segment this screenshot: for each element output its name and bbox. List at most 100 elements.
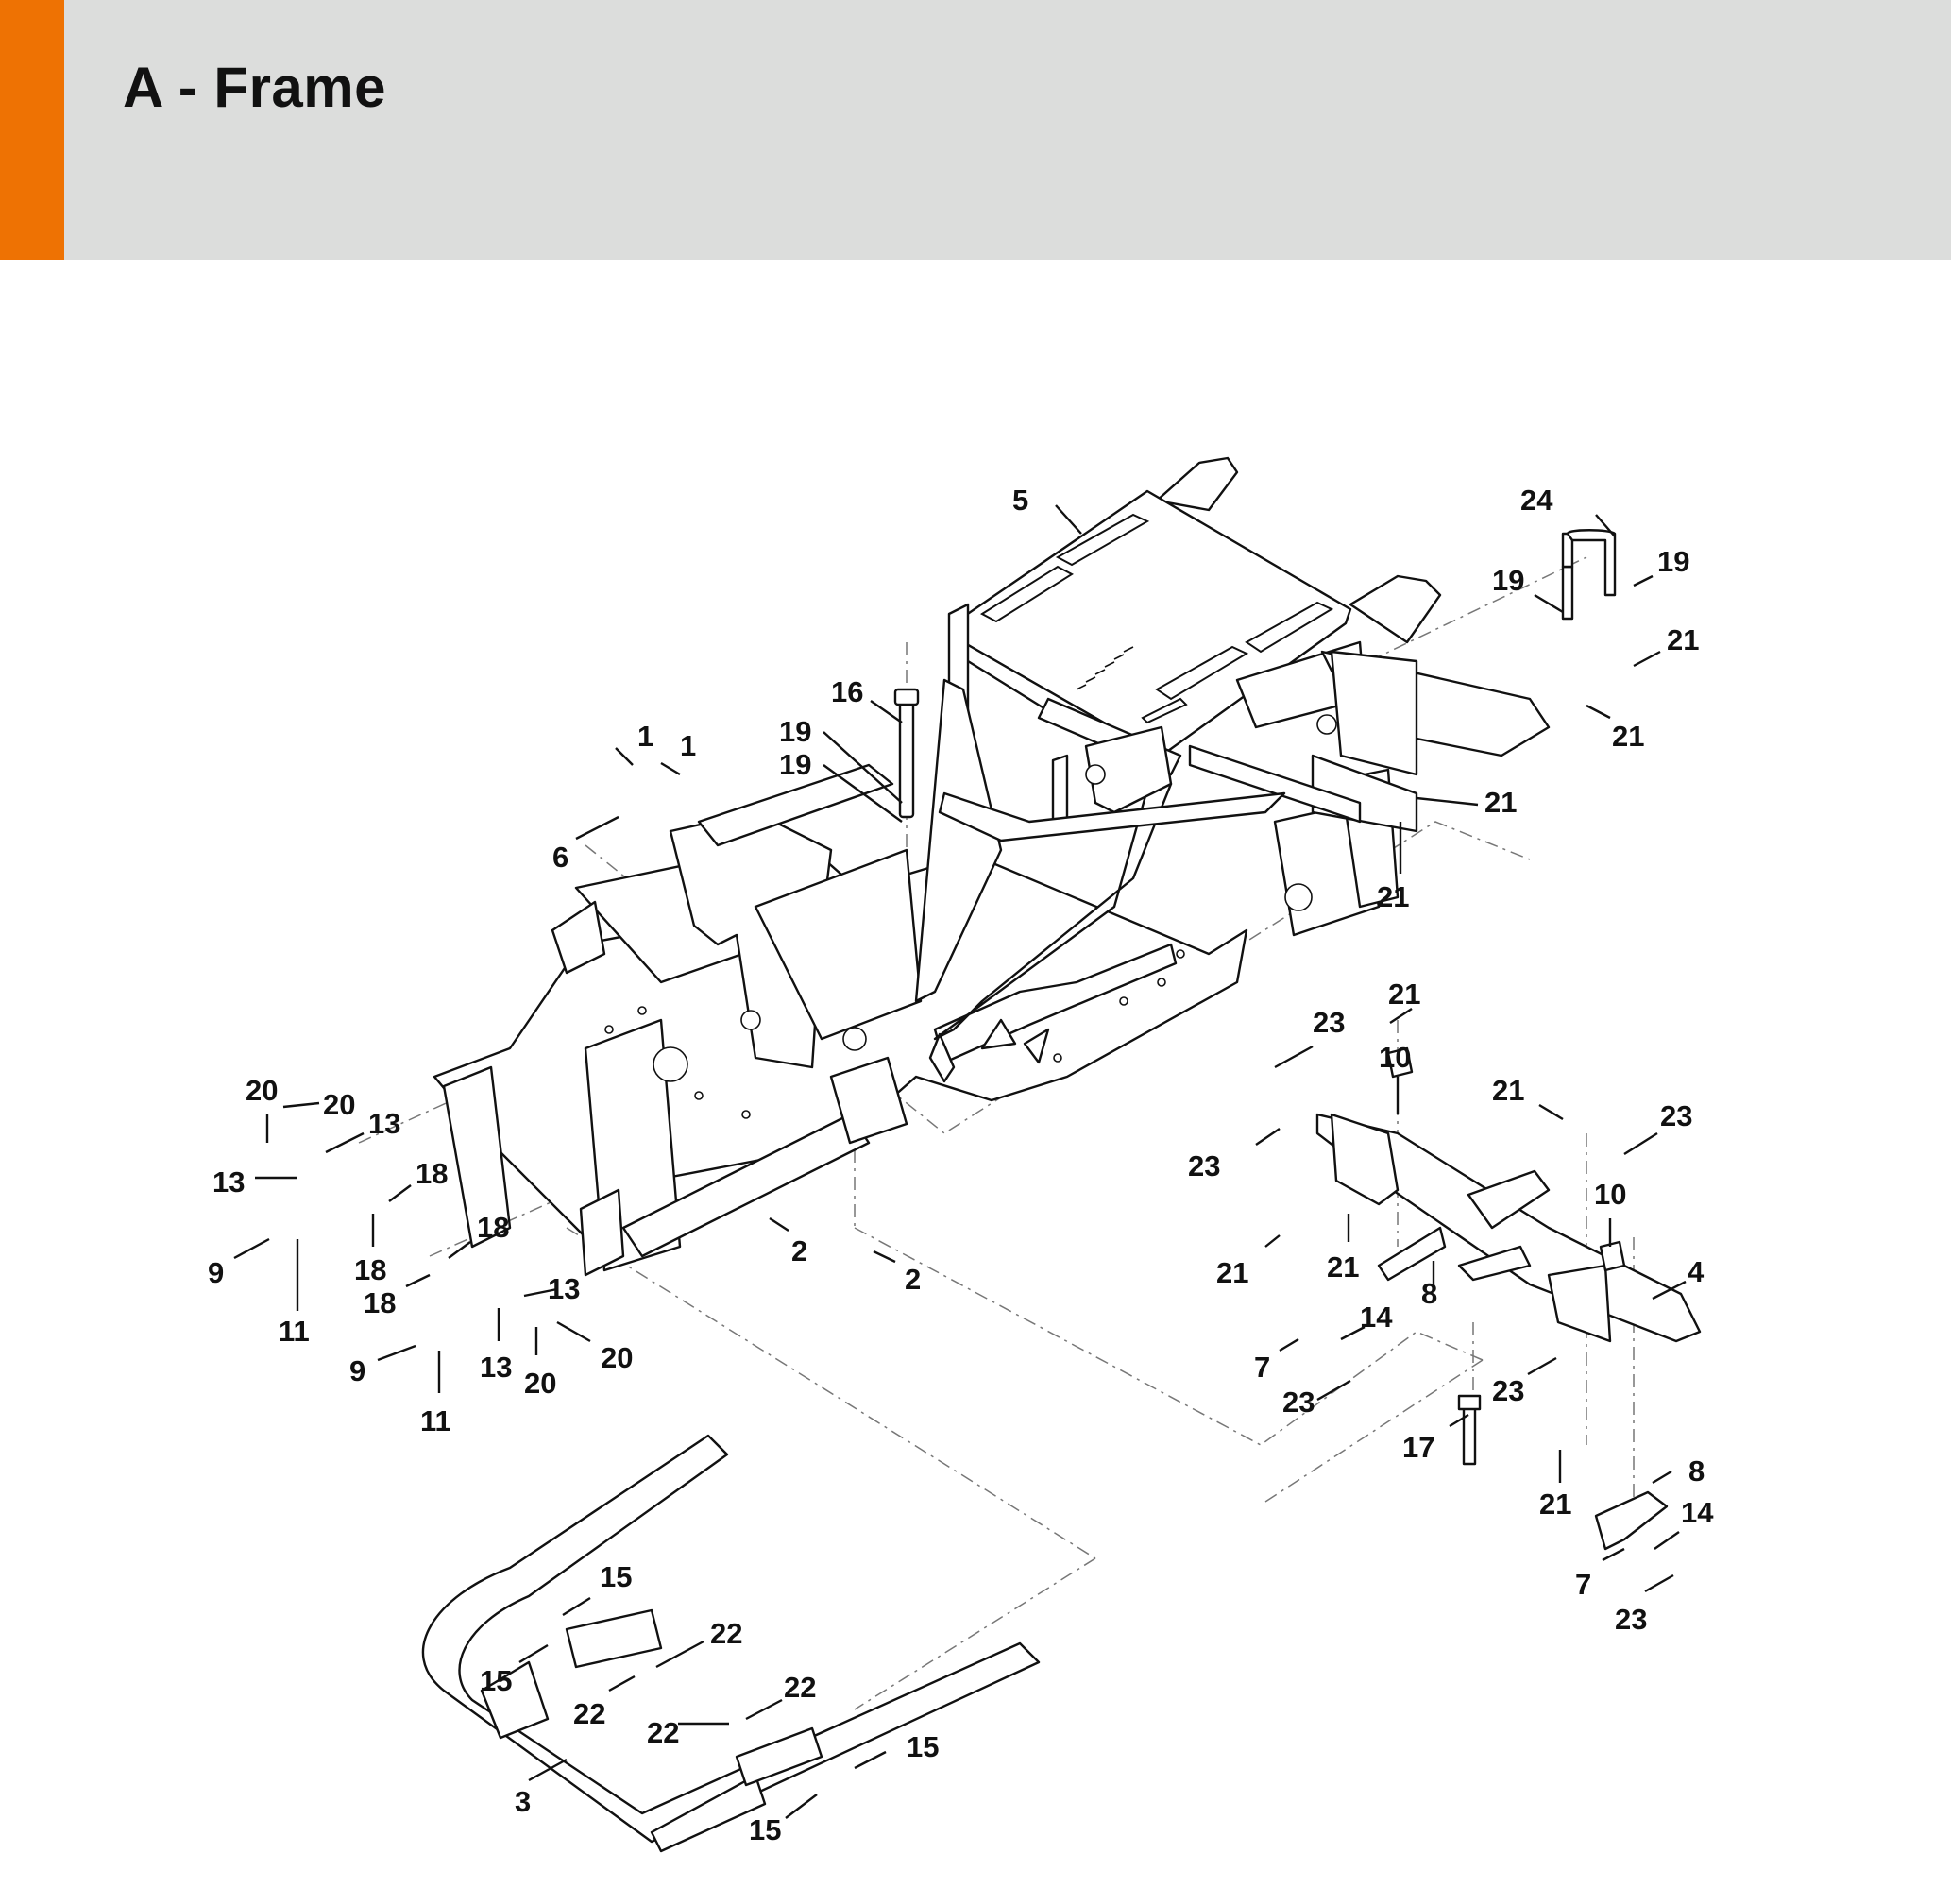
header-accent-bar bbox=[0, 0, 64, 260]
callout-label: 24 bbox=[1520, 484, 1553, 517]
callout-leader bbox=[1449, 1413, 1469, 1428]
callout-label: 7 bbox=[1575, 1568, 1591, 1601]
callout-label: 4 bbox=[1688, 1255, 1705, 1288]
callout-label: 13 bbox=[368, 1107, 400, 1140]
callout-leader bbox=[377, 1344, 416, 1362]
callout-leader bbox=[870, 700, 903, 723]
callout-leader bbox=[1623, 1131, 1658, 1156]
callout-label: 14 bbox=[1681, 1496, 1714, 1529]
callout-label: 16 bbox=[831, 675, 863, 708]
callout-label: 3 bbox=[515, 1785, 531, 1818]
callout-label: 21 bbox=[1327, 1250, 1359, 1284]
callout-leader bbox=[660, 761, 681, 776]
callout-label: 18 bbox=[354, 1253, 386, 1286]
hardware-fasteners bbox=[893, 529, 1617, 1466]
callout-label: 23 bbox=[1313, 1006, 1345, 1039]
callout-label: 10 bbox=[1379, 1041, 1411, 1074]
callout-label: 19 bbox=[1492, 564, 1524, 597]
callout-label: 21 bbox=[1539, 1488, 1571, 1521]
callout-label: 21 bbox=[1484, 786, 1517, 819]
callout-label: 21 bbox=[1612, 720, 1644, 753]
callout-leader bbox=[556, 1320, 591, 1343]
callout-label: 20 bbox=[524, 1367, 556, 1400]
callout-label: 18 bbox=[364, 1286, 396, 1319]
callout-label: 20 bbox=[601, 1341, 633, 1374]
callout-label: 19 bbox=[779, 748, 811, 781]
callout-leader bbox=[1654, 1531, 1680, 1550]
callout-leader bbox=[1389, 1007, 1413, 1025]
callout-label: 2 bbox=[905, 1263, 921, 1296]
callout-leader bbox=[769, 1216, 789, 1232]
callout-label: 13 bbox=[212, 1165, 245, 1198]
callout-label: 7 bbox=[1254, 1351, 1270, 1384]
callout-label: 15 bbox=[749, 1813, 781, 1846]
page-title: A - Frame bbox=[123, 56, 387, 119]
callout-leader bbox=[1416, 796, 1479, 807]
callout-leader bbox=[528, 1758, 568, 1782]
callout-label: 21 bbox=[1377, 880, 1409, 913]
callout-label: 15 bbox=[480, 1664, 512, 1697]
rear-axle bbox=[1315, 1046, 1702, 1551]
callout-leader bbox=[1527, 1356, 1557, 1376]
callout-leader bbox=[448, 1241, 471, 1259]
callout-label: 11 bbox=[420, 1404, 451, 1437]
callout-leader bbox=[1534, 593, 1564, 614]
callout-label: 18 bbox=[477, 1211, 509, 1244]
callout-label: 21 bbox=[1388, 978, 1420, 1011]
seat-frame bbox=[914, 456, 1551, 1041]
callout-label: 13 bbox=[548, 1272, 580, 1305]
callout-label: 23 bbox=[1282, 1386, 1315, 1419]
callout-leader bbox=[1652, 1470, 1672, 1485]
callout-label: 19 bbox=[1657, 545, 1689, 578]
callout-label: 9 bbox=[208, 1256, 224, 1289]
callout-leader bbox=[1633, 574, 1654, 587]
callout-label: 22 bbox=[784, 1671, 816, 1704]
callout-label: 15 bbox=[600, 1560, 632, 1593]
callout-leader bbox=[1274, 1045, 1314, 1069]
front-bumper bbox=[421, 1434, 1041, 1853]
callout-label: 6 bbox=[552, 841, 568, 874]
callout-label: 19 bbox=[779, 715, 811, 748]
callout-label: 23 bbox=[1615, 1603, 1647, 1636]
callout-leader bbox=[518, 1643, 549, 1664]
callout-labels: 5 24 19 19 21 21 21 21 16 1 1 19 19 6 20… bbox=[208, 484, 1714, 1846]
callout-leader bbox=[655, 1640, 704, 1669]
callout-leader bbox=[785, 1794, 818, 1819]
callout-leader bbox=[1255, 1128, 1281, 1146]
callout-label: 21 bbox=[1667, 623, 1699, 656]
callout-leader bbox=[1652, 1280, 1687, 1300]
callout-leader bbox=[745, 1698, 783, 1721]
callout-leader bbox=[854, 1750, 887, 1770]
callout-label: 21 bbox=[1492, 1074, 1524, 1107]
callout-label: 13 bbox=[480, 1351, 512, 1384]
callout-leader bbox=[823, 731, 903, 804]
callout-label: 9 bbox=[349, 1354, 365, 1387]
callout-leader bbox=[823, 764, 903, 823]
page-header: A - Frame bbox=[0, 0, 1951, 260]
callout-label: 11 bbox=[279, 1315, 310, 1348]
callout-leader bbox=[282, 1101, 320, 1109]
callout-leader bbox=[1586, 704, 1611, 720]
callout-leader bbox=[405, 1273, 431, 1288]
callout-label: 2 bbox=[791, 1234, 807, 1267]
callout-leader bbox=[1595, 514, 1616, 537]
callout-label: 14 bbox=[1360, 1300, 1393, 1334]
callout-leader bbox=[325, 1131, 365, 1154]
callout-label: 20 bbox=[323, 1088, 355, 1121]
callout-leader bbox=[1633, 650, 1661, 668]
callout-leader bbox=[562, 1596, 591, 1617]
callout-label: 1 bbox=[680, 729, 696, 762]
callout-label: 1 bbox=[637, 720, 653, 753]
callout-label: 23 bbox=[1660, 1099, 1692, 1132]
callout-label: 8 bbox=[1421, 1277, 1437, 1310]
callout-label: 10 bbox=[1594, 1178, 1626, 1211]
callout-label: 15 bbox=[907, 1730, 939, 1763]
callout-label: 21 bbox=[1216, 1256, 1248, 1289]
callout-leader bbox=[615, 747, 634, 766]
callout-label: 23 bbox=[1492, 1374, 1524, 1407]
callout-leader bbox=[1602, 1547, 1625, 1562]
callout-label: 22 bbox=[710, 1617, 742, 1650]
callout-leader bbox=[1264, 1234, 1281, 1248]
callout-leader bbox=[233, 1237, 270, 1260]
